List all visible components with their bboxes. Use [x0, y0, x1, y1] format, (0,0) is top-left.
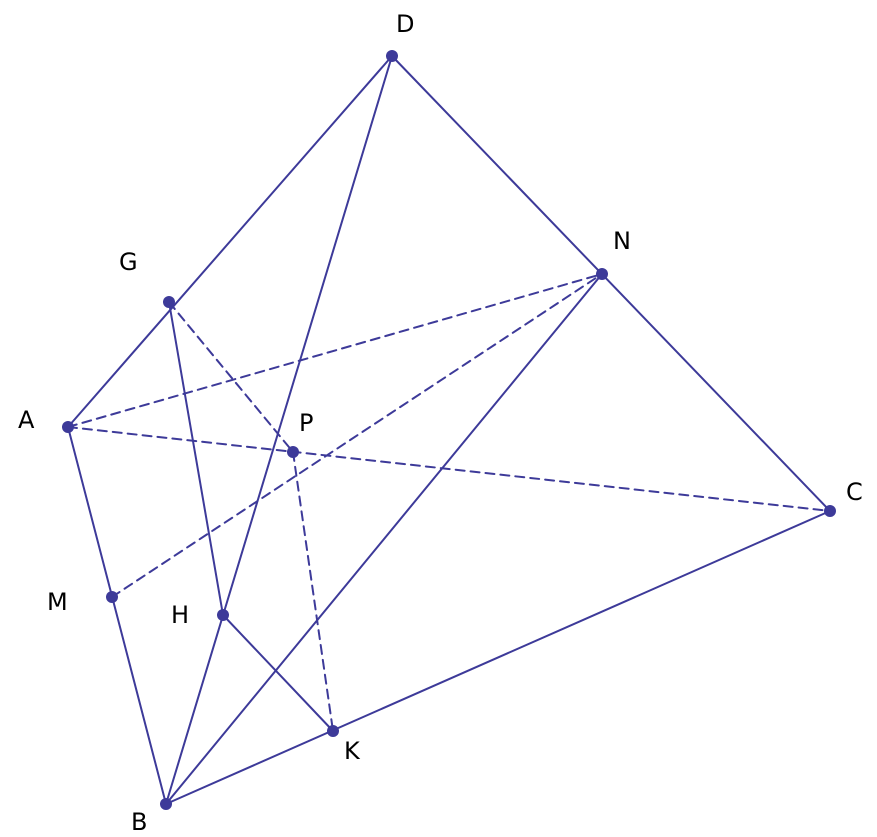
points	[62, 50, 836, 810]
point-H	[217, 609, 229, 621]
segment-DC	[391, 55, 831, 512]
dashed-segments	[67, 273, 831, 732]
label-B: B	[131, 808, 147, 836]
label-D: D	[396, 10, 414, 38]
point-B	[160, 798, 172, 810]
point-A	[62, 421, 74, 433]
segment-HK	[222, 614, 334, 732]
segment-DB	[165, 55, 393, 805]
segment-AN-dashed	[67, 273, 603, 428]
segment-GP-dashed	[168, 301, 294, 453]
segment-DA	[67, 55, 393, 428]
segment-GH	[168, 301, 224, 616]
label-P: P	[299, 409, 313, 437]
segment-BN	[165, 273, 603, 805]
label-K: K	[344, 737, 361, 765]
point-G	[163, 296, 175, 308]
segment-AB	[67, 426, 167, 805]
point-C	[824, 505, 836, 517]
segment-PK-dashed	[292, 451, 334, 732]
segment-BC	[165, 510, 831, 805]
point-M	[106, 591, 118, 603]
point-D	[386, 50, 398, 62]
point-K	[327, 725, 339, 737]
segment-MN-dashed	[111, 273, 603, 598]
point-N	[596, 268, 608, 280]
label-M: M	[47, 588, 68, 616]
solid-segments	[67, 55, 831, 805]
label-N: N	[613, 227, 631, 255]
label-A: A	[18, 406, 35, 434]
point-labels: D N G A P C M H K B	[18, 10, 863, 836]
point-P	[287, 446, 299, 458]
segment-AC-dashed	[67, 426, 831, 512]
label-G: G	[119, 248, 138, 276]
label-H: H	[171, 601, 189, 629]
label-C: C	[846, 478, 863, 506]
